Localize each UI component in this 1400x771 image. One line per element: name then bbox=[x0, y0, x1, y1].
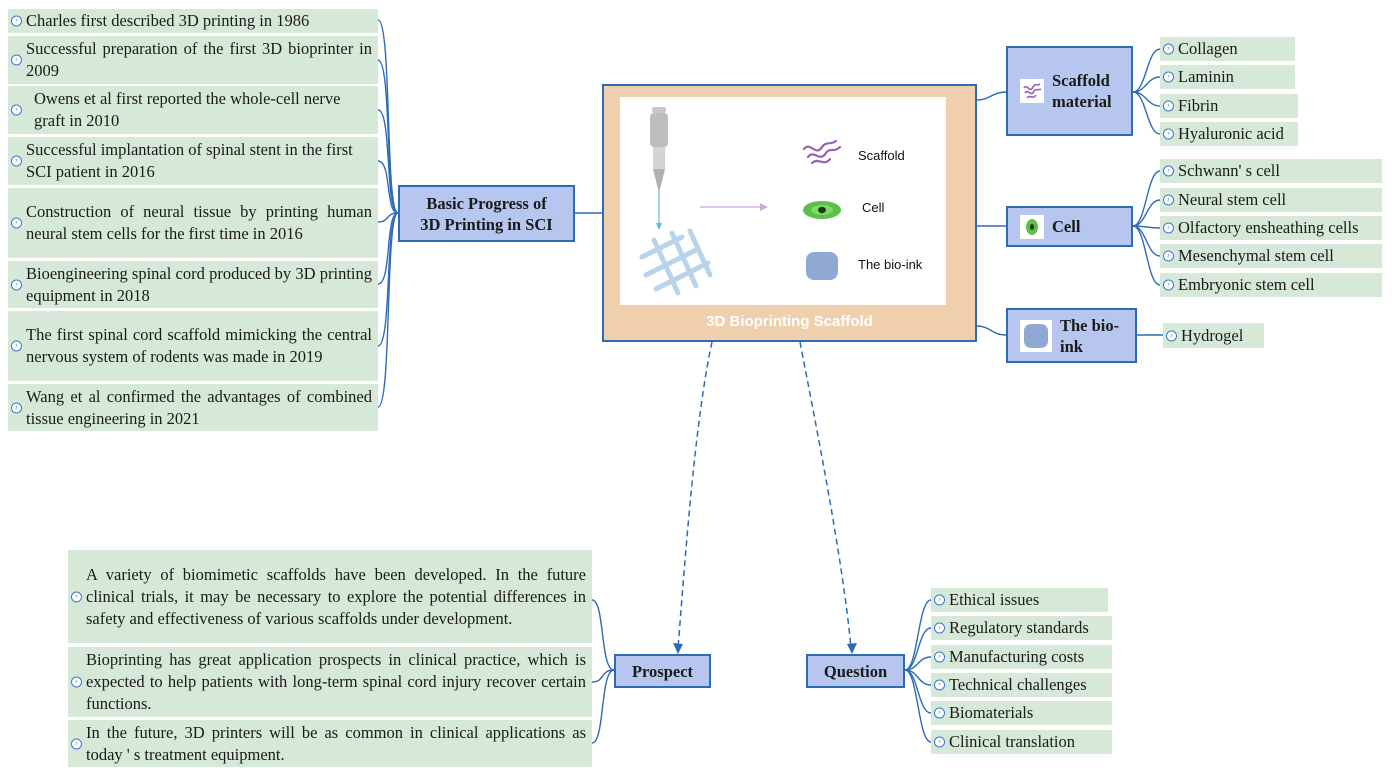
legend-bioink: The bio-ink bbox=[858, 257, 923, 272]
cell-item: › Mesenchymal stem cell bbox=[1160, 244, 1382, 268]
bullet-icon: › bbox=[71, 591, 82, 602]
center-illustration: Scaffold Cell The bio-ink bbox=[620, 97, 946, 305]
bullet-icon: › bbox=[934, 679, 945, 691]
bullet-icon: › bbox=[11, 54, 22, 66]
bullet-icon: › bbox=[1163, 165, 1174, 177]
question-node: Question bbox=[806, 654, 905, 688]
bullet-icon: › bbox=[934, 707, 945, 719]
bullet-icon: › bbox=[1163, 279, 1174, 291]
question-item: › Technical challenges bbox=[931, 673, 1112, 697]
bioink-icon bbox=[806, 252, 838, 280]
cell-item: › Embryonic stem cell bbox=[1160, 273, 1382, 297]
center-panel: Scaffold Cell The bio-ink 3D Bioprinting… bbox=[602, 84, 977, 342]
prospect-node: Prospect bbox=[614, 654, 711, 688]
bullet-icon: › bbox=[11, 279, 22, 290]
bullet-icon: › bbox=[11, 15, 22, 27]
question-item: › Regulatory standards bbox=[931, 616, 1112, 640]
bullet-icon: › bbox=[934, 736, 945, 748]
progress-item: › Successful preparation of the first 3D… bbox=[8, 36, 378, 84]
scaffold-material-item: › Fibrin bbox=[1160, 94, 1298, 118]
bullet-icon: › bbox=[1163, 71, 1174, 83]
cell-item: › Neural stem cell bbox=[1160, 188, 1382, 212]
progress-item: › The first spinal cord scaffold mimicki… bbox=[8, 311, 378, 381]
question-item: › Manufacturing costs bbox=[931, 645, 1112, 669]
bullet-icon: › bbox=[934, 594, 945, 606]
bioink-item: › Hydrogel bbox=[1163, 323, 1264, 348]
bullet-icon: › bbox=[71, 738, 82, 749]
bullet-icon: › bbox=[934, 622, 945, 634]
cell-icon bbox=[803, 201, 841, 219]
bullet-icon: › bbox=[1163, 43, 1174, 55]
bioink-icon bbox=[1020, 319, 1052, 352]
bullet-icon: › bbox=[1166, 330, 1177, 341]
progress-node: Basic Progress of 3D Printing in SCI bbox=[398, 185, 575, 242]
progress-item: › Owens et al first reported the whole-c… bbox=[8, 86, 378, 134]
bullet-icon: › bbox=[934, 651, 945, 663]
scaffold-icon bbox=[802, 139, 842, 165]
scaffold-material-node: Scaffold material bbox=[1006, 46, 1133, 136]
bioink-node: The bio-ink bbox=[1006, 308, 1137, 363]
cell-icon bbox=[1020, 214, 1044, 239]
scaffold-material-item: › Hyaluronic acid bbox=[1160, 122, 1298, 146]
bullet-icon: › bbox=[1163, 128, 1174, 140]
legend-scaffold: Scaffold bbox=[858, 148, 905, 163]
cell-node: Cell bbox=[1006, 206, 1133, 247]
bullet-icon: › bbox=[11, 155, 22, 167]
scaffold-material-item: › Laminin bbox=[1160, 65, 1295, 89]
bullet-icon: › bbox=[11, 104, 22, 116]
progress-item: › Wang et al confirmed the advantages of… bbox=[8, 384, 378, 431]
progress-item: › Bioengineering spinal cord produced by… bbox=[8, 261, 378, 308]
center-title: 3D Bioprinting Scaffold bbox=[706, 313, 873, 330]
question-item: › Ethical issues bbox=[931, 588, 1108, 612]
pipette-icon bbox=[650, 107, 668, 230]
bullet-icon: › bbox=[1163, 100, 1174, 112]
prospect-item: › A variety of biomimetic scaffolds have… bbox=[68, 550, 592, 643]
scaffold-icon bbox=[1020, 79, 1044, 103]
cell-item: › Schwann' s cell bbox=[1160, 159, 1382, 183]
legend-cell: Cell bbox=[862, 200, 885, 215]
bullet-icon: › bbox=[1163, 194, 1174, 206]
progress-item: › Successful implantation of spinal sten… bbox=[8, 137, 378, 185]
bioprinting-illustration bbox=[639, 107, 842, 296]
bullet-icon: › bbox=[11, 402, 22, 413]
prospect-item: › Bioprinting has great application pros… bbox=[68, 647, 592, 717]
progress-item: › Charles first described 3D printing in… bbox=[8, 9, 378, 33]
bullet-icon: › bbox=[71, 676, 82, 688]
mesh-icon bbox=[639, 228, 713, 296]
bullet-icon: › bbox=[11, 340, 22, 352]
bullet-icon: › bbox=[11, 217, 22, 229]
prospect-item: › In the future, 3D printers will be as … bbox=[68, 720, 592, 767]
bullet-icon: › bbox=[1163, 250, 1174, 262]
question-item: › Biomaterials bbox=[931, 701, 1112, 725]
progress-item: › Construction of neural tissue by print… bbox=[8, 188, 378, 258]
arrow-icon bbox=[700, 203, 768, 211]
question-item: › Clinical translation bbox=[931, 730, 1112, 754]
bullet-icon: › bbox=[1163, 222, 1174, 234]
cell-item: › Olfactory ensheathing cells bbox=[1160, 216, 1382, 240]
scaffold-material-item: › Collagen bbox=[1160, 37, 1295, 61]
